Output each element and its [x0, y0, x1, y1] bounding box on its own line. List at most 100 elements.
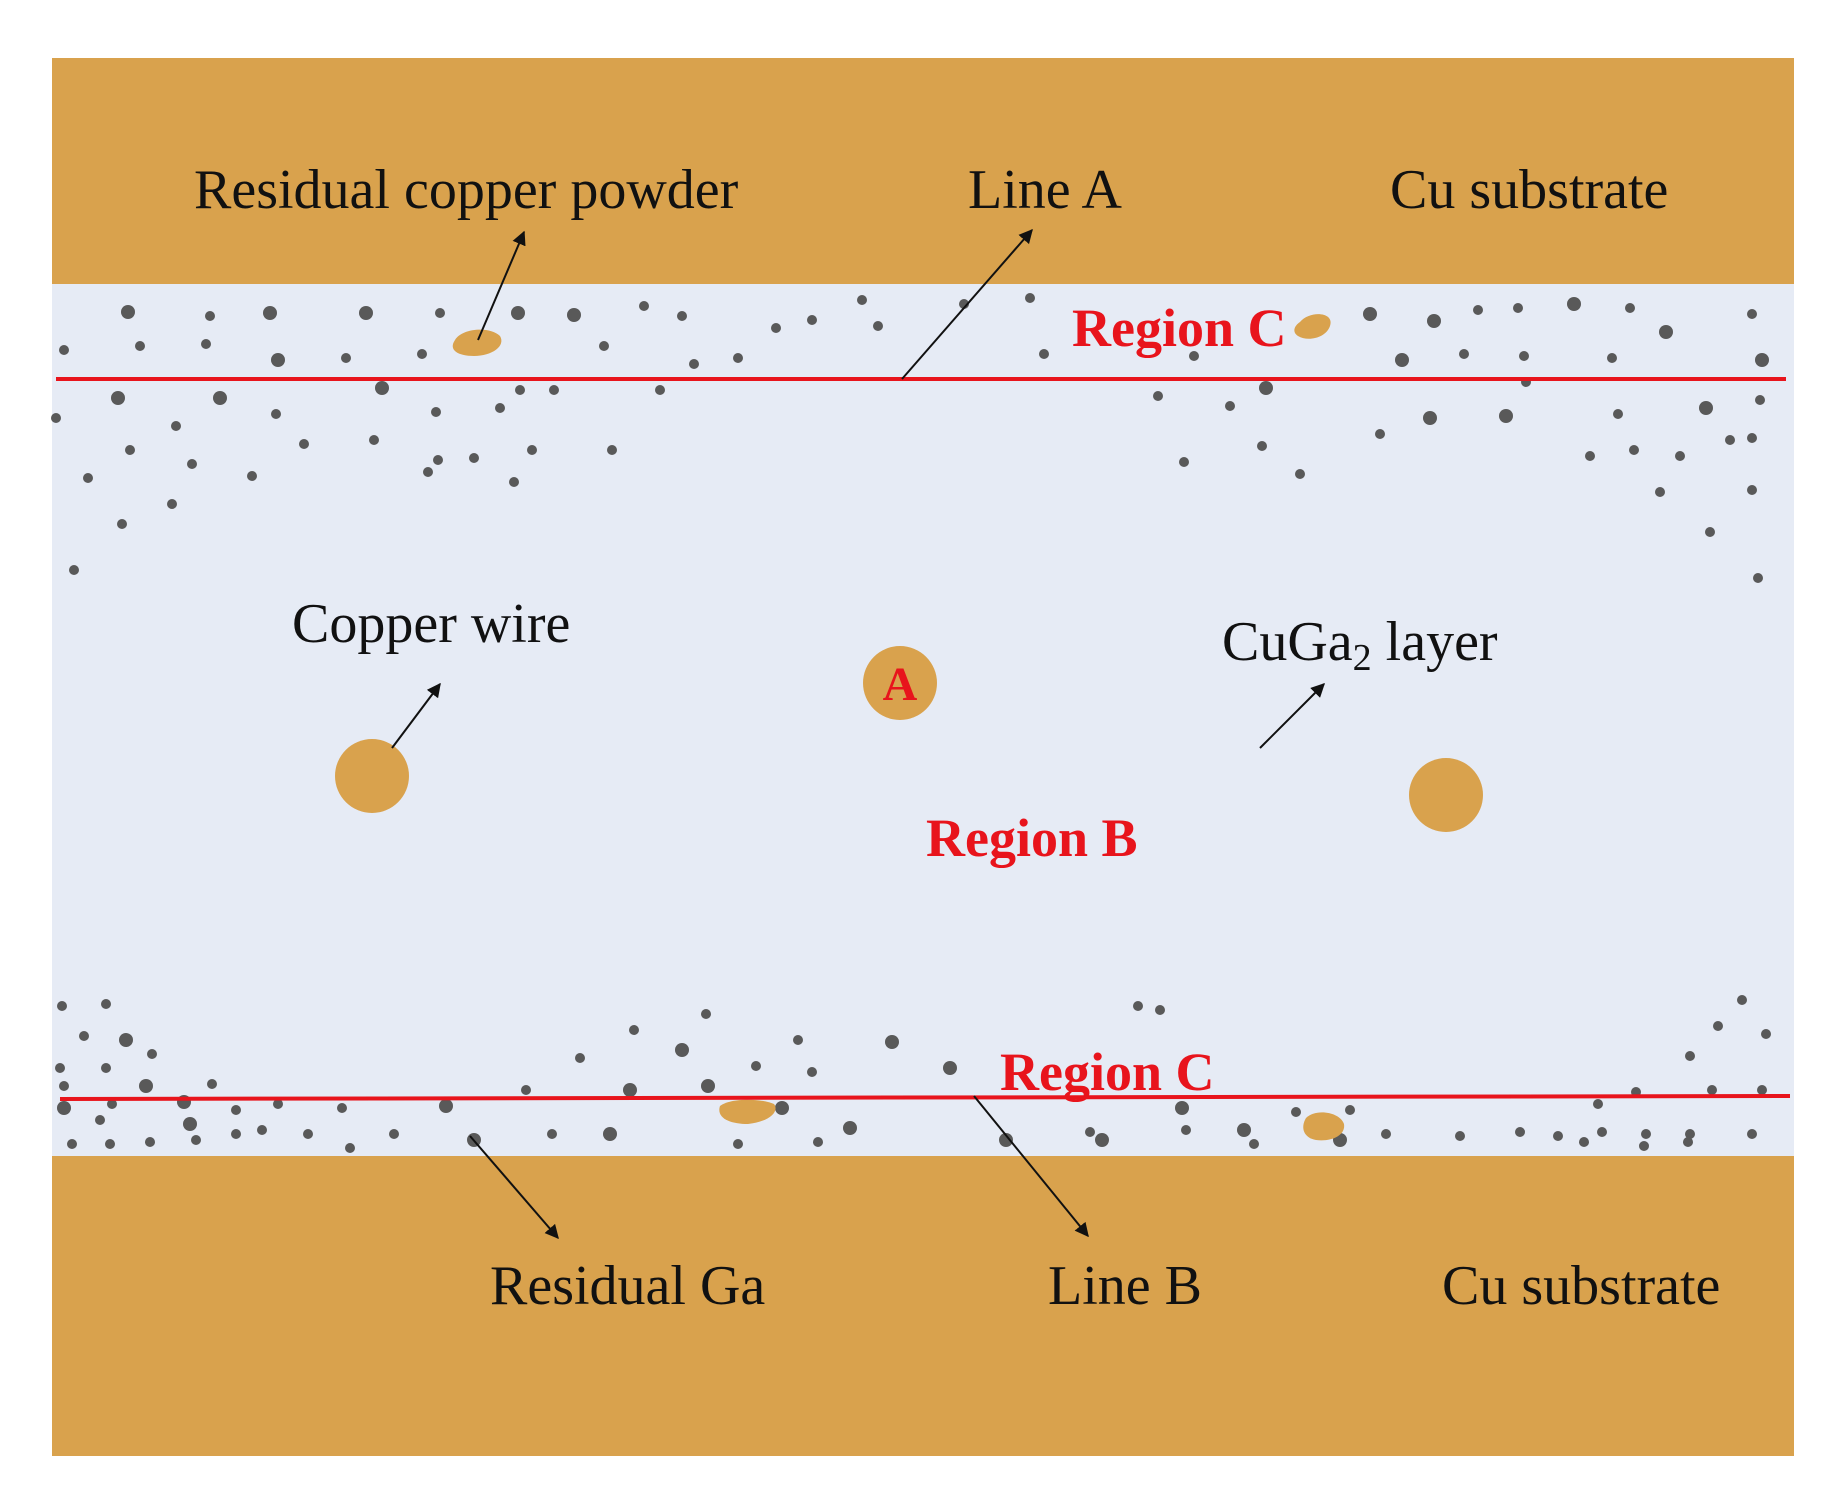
residual-ga-dot [775, 1101, 789, 1115]
residual-ga-dot [1585, 451, 1595, 461]
residual-ga-dot [1025, 293, 1035, 303]
residual-ga-dot [511, 306, 525, 320]
residual-ga-dot [433, 455, 443, 465]
residual-ga-dot [1519, 351, 1529, 361]
residual-ga-dot [59, 345, 69, 355]
residual-ga-dot [1685, 1129, 1695, 1139]
copper-wire-right [1409, 758, 1483, 832]
residual-ga-dot [139, 1079, 153, 1093]
residual-ga-dot [187, 459, 197, 469]
residual-ga-dot [435, 308, 445, 318]
residual-ga-dot [51, 413, 61, 423]
residual-ga-dot [793, 1035, 803, 1045]
label-cu-substrate-top: Cu substrate [1390, 159, 1668, 221]
label-residual-ga: Residual Ga [490, 1255, 765, 1317]
residual-ga-dot [273, 1099, 283, 1109]
residual-ga-dot [1659, 325, 1673, 339]
cuga2-subscript: 2 [1353, 637, 1372, 679]
residual-ga-dot [873, 321, 883, 331]
residual-ga-dot [417, 349, 427, 359]
residual-ga-dot [59, 1081, 69, 1091]
label-marker-a: A [883, 658, 918, 711]
residual-ga-dot [111, 391, 125, 405]
residual-ga-dot [423, 467, 433, 477]
residual-ga-dot [1699, 401, 1713, 415]
arrow-to-line-a [901, 228, 1033, 380]
residual-ga-dot [1707, 1085, 1717, 1095]
residual-ga-dot [299, 439, 309, 449]
residual-ga-dot [101, 1063, 111, 1073]
residual-ga-dot [1755, 395, 1765, 405]
residual-ga-dot [1747, 1129, 1757, 1139]
residual-ga-dot [213, 391, 227, 405]
residual-ga-dot [359, 306, 373, 320]
cuga2-suffix: layer [1372, 611, 1498, 673]
residual-ga-dot [943, 1061, 957, 1075]
residual-ga-dot [1579, 1137, 1589, 1147]
residual-ga-dot [603, 1127, 617, 1141]
residual-ga-dot [1155, 1005, 1165, 1015]
residual-ga-dot [1259, 381, 1273, 395]
residual-ga-dot [1189, 351, 1199, 361]
residual-ga-dot [191, 1135, 201, 1145]
residual-ga-dot [751, 1061, 761, 1071]
residual-ga-dot [1237, 1123, 1251, 1137]
residual-ga-dot [1515, 1127, 1525, 1137]
residual-ga-dot [1567, 297, 1581, 311]
residual-ga-dot [119, 1033, 133, 1047]
residual-ga-dot [701, 1009, 711, 1019]
residual-ga-dot [1613, 409, 1623, 419]
residual-ga-dot [1725, 435, 1735, 445]
residual-ga-dot [1757, 1085, 1767, 1095]
label-copper-wire: Copper wire [292, 593, 570, 655]
residual-ga-dot [1755, 353, 1769, 367]
residual-ga-dot [1179, 457, 1189, 467]
residual-ga-dot [469, 453, 479, 463]
residual-ga-dot [1363, 307, 1377, 321]
residual-ga-dot [121, 305, 135, 319]
residual-ga-dot [677, 311, 687, 321]
arrow-to-copper-wire [391, 682, 441, 749]
residual-ga-dot [1747, 433, 1757, 443]
residual-ga-dot [567, 308, 581, 322]
residual-ga-dot [843, 1121, 857, 1135]
arrow-to-residual-copper-powder [477, 230, 526, 341]
residual-ga-dot [147, 1049, 157, 1059]
residual-ga-dot [1655, 487, 1665, 497]
residual-ga-dot [1747, 485, 1757, 495]
residual-ga-dot [1455, 1131, 1465, 1141]
label-cuga2-layer: CuGa2 layer [1222, 611, 1498, 679]
residual-ga-dot [1423, 411, 1437, 425]
residual-ga-dot [389, 1129, 399, 1139]
residual-ga-dot [167, 499, 177, 509]
residual-ga-dot [231, 1105, 241, 1115]
residual-ga-dot [527, 445, 537, 455]
cuga2-prefix: CuGa [1222, 611, 1353, 673]
arrow-to-cuga2-layer [1259, 683, 1325, 749]
residual-ga-dot [271, 353, 285, 367]
residual-ga-dot [117, 519, 127, 529]
residual-ga-dot [701, 1079, 715, 1093]
residual-ga-dot [1685, 1051, 1695, 1061]
residual-ga-dots [51, 293, 1771, 1153]
label-region-c-bottom: Region C [1000, 1042, 1215, 1102]
line-b [59, 1094, 1791, 1101]
residual-ga-dot [1639, 1141, 1649, 1151]
residual-ga-dot [607, 445, 617, 455]
residual-ga-dot [689, 359, 699, 369]
residual-ga-dot [639, 301, 649, 311]
residual-ga-dot [509, 477, 519, 487]
residual-ga-dot [599, 341, 609, 351]
residual-ga-dot [57, 1101, 71, 1115]
residual-ga-dot [125, 445, 135, 455]
residual-ga-dot [375, 381, 389, 395]
label-region-b: Region B [926, 808, 1138, 868]
residual-ga-dot [303, 1129, 313, 1139]
residual-ga-dot [1705, 527, 1715, 537]
residual-ga-dot [807, 1067, 817, 1077]
residual-ga-dot [207, 1079, 217, 1089]
residual-ga-dot [271, 409, 281, 419]
arrow-to-residual-ga [469, 1135, 559, 1240]
label-cu-substrate-bottom: Cu substrate [1442, 1255, 1720, 1317]
